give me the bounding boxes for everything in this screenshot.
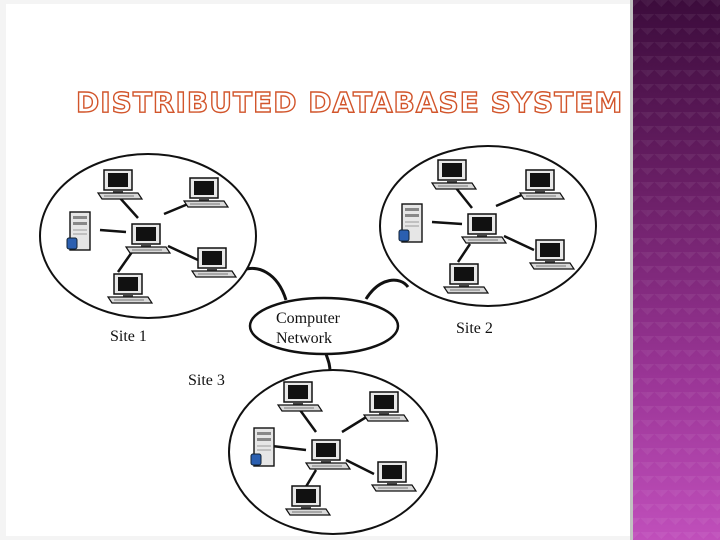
site-3-links bbox=[271, 409, 375, 491]
connector-site2 bbox=[364, 278, 410, 300]
decorative-accent-bar bbox=[633, 0, 720, 540]
site-3-cluster: Site 3 bbox=[188, 369, 438, 535]
computer-network-node: Computer Network bbox=[248, 296, 400, 356]
site-2-links bbox=[431, 187, 535, 263]
site-3-label: Site 3 bbox=[188, 372, 225, 389]
site-1-cluster: Site 1 bbox=[39, 153, 257, 345]
site-1-links bbox=[99, 197, 199, 273]
site-2-label: Site 2 bbox=[456, 320, 493, 337]
site-2-server-icon bbox=[398, 203, 423, 243]
site-3-server-icon bbox=[250, 427, 275, 467]
site-2-cluster: Site 2 bbox=[379, 145, 597, 337]
site-1-server-icon bbox=[66, 211, 91, 251]
network-label-line1: Computer bbox=[276, 310, 341, 327]
network-label-line2: Network bbox=[276, 330, 332, 347]
accent-bar-edge bbox=[630, 0, 633, 540]
slide-title: Distributed Database System bbox=[76, 86, 623, 119]
site-1-label: Site 1 bbox=[110, 328, 147, 345]
